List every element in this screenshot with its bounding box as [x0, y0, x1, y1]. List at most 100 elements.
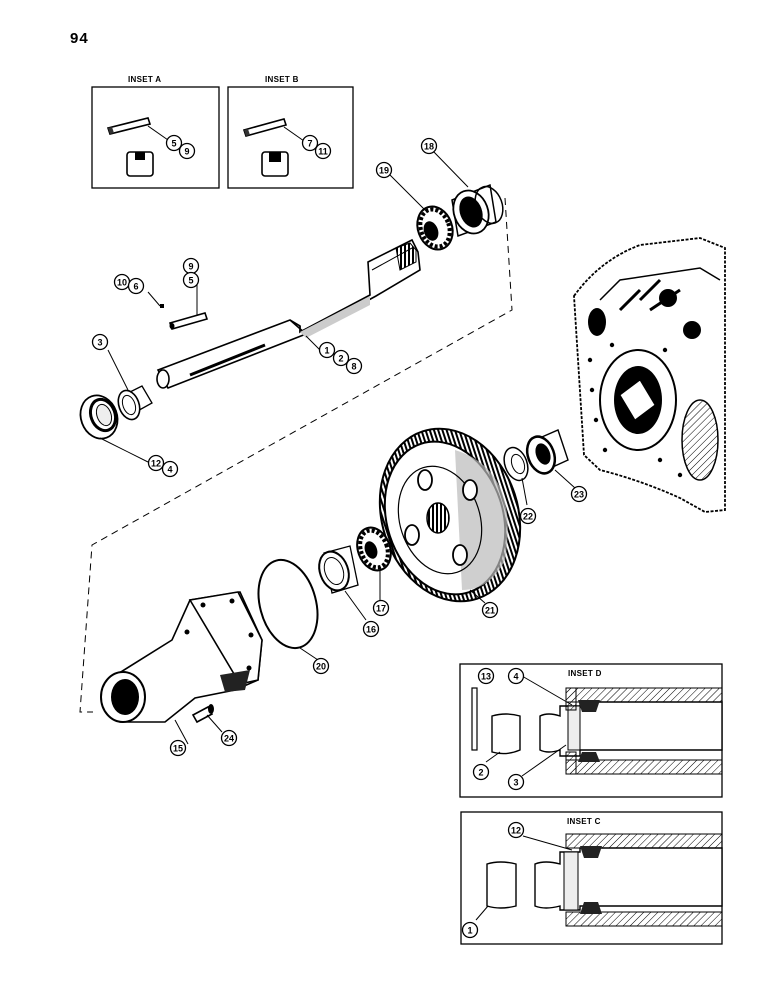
- callout-c_1: 1: [461, 921, 479, 939]
- callout-d4: 4: [507, 667, 525, 685]
- callout-label: 24: [224, 734, 234, 744]
- callout-label: 5: [188, 276, 193, 286]
- inset-a-frame: [91, 86, 220, 189]
- spur-gear: [378, 427, 522, 603]
- callout-label: 1: [467, 926, 472, 936]
- callout-c_12: 12: [507, 821, 525, 839]
- callout-circle: [312, 657, 330, 675]
- inset-a: INSET A: [91, 75, 220, 189]
- bearing-cup-16: [318, 545, 359, 594]
- callout-d2: 2: [472, 763, 490, 781]
- callout-c9: 9: [182, 257, 200, 275]
- inset-d-housing-section: [565, 687, 723, 775]
- callout-label: 8: [351, 362, 356, 372]
- callout-c22: 22: [519, 507, 537, 525]
- callout-c9a: 9: [178, 142, 196, 160]
- callout-label: 22: [523, 512, 533, 522]
- callout-circle: [318, 341, 336, 359]
- callout-circle: [161, 460, 179, 478]
- keyway-end-view-b: [261, 151, 289, 177]
- callout-circle: [570, 485, 588, 503]
- spacer-ring: [117, 385, 153, 421]
- callout-label: 9: [188, 262, 193, 272]
- callout-label: 2: [478, 768, 483, 778]
- inset-d: INSET D: [459, 663, 723, 798]
- callout-circle: [301, 134, 319, 152]
- bearing-23: [525, 429, 569, 475]
- inset-c-title: INSET C: [567, 817, 601, 826]
- callout-label: 18: [424, 142, 434, 152]
- callout-c12: 12: [147, 454, 165, 472]
- callout-c17: 17: [372, 599, 390, 617]
- callout-label: 19: [379, 166, 389, 176]
- callout-circle: [472, 763, 490, 781]
- callout-c24: 24: [220, 729, 238, 747]
- cap-screw: [191, 704, 214, 724]
- callout-label: 12: [151, 459, 161, 469]
- callout-c2: 2: [332, 349, 350, 367]
- inset-b-title: INSET B: [265, 75, 299, 84]
- callout-label: 23: [574, 490, 584, 500]
- callout-label: 9: [184, 147, 189, 157]
- callout-c1: 1: [318, 341, 336, 359]
- bearing-housing: [100, 591, 263, 723]
- callout-label: 6: [133, 282, 138, 292]
- thrust-washer: [503, 446, 529, 482]
- callout-circle: [345, 357, 363, 375]
- callout-c5: 5: [182, 271, 200, 289]
- output-shaft: [156, 238, 421, 389]
- callout-label: 20: [316, 662, 326, 672]
- leader-lines: [99, 149, 576, 745]
- callout-circle: [332, 349, 350, 367]
- callout-circle: [362, 620, 380, 638]
- callout-c16: 16: [362, 620, 380, 638]
- callout-label: 15: [173, 744, 183, 754]
- callout-label: 3: [97, 338, 102, 348]
- callout-c18: 18: [420, 137, 438, 155]
- key-part-inset-a: [106, 117, 152, 135]
- callout-circle: [314, 142, 332, 160]
- page-number: 94: [70, 30, 89, 47]
- key-part-inset-b: [242, 118, 288, 137]
- callout-circle: [182, 271, 200, 289]
- callout-circle: [372, 599, 390, 617]
- callout-label: 7: [307, 139, 312, 149]
- bearing-cone-17: [356, 526, 392, 572]
- callout-circle: [147, 454, 165, 472]
- assembly-dashed-line: [79, 197, 513, 713]
- inset-b: INSET B: [227, 75, 354, 189]
- callout-c20: 20: [312, 657, 330, 675]
- callout-c8: 8: [345, 357, 363, 375]
- callout-label: 2: [338, 354, 343, 364]
- callout-circle: [507, 821, 525, 839]
- callout-label: 3: [513, 778, 518, 788]
- callout-circle: [461, 921, 479, 939]
- callout-circle: [165, 134, 183, 152]
- callout-label: 4: [167, 465, 172, 475]
- inset-d-shaft: [491, 701, 723, 757]
- callout-c6: 6: [127, 277, 145, 295]
- callout-label: 11: [318, 147, 328, 157]
- snap-ring-13: [471, 687, 478, 751]
- callout-c15: 15: [169, 739, 187, 757]
- callout-circle: [375, 161, 393, 179]
- shaft-key: [168, 312, 209, 330]
- inset-a-title: INSET A: [128, 75, 161, 84]
- inset-c-shaft: [486, 847, 723, 911]
- keyway-end-view-a: [126, 151, 154, 177]
- callout-c4: 4: [161, 460, 179, 478]
- inset-c-housing-section: [565, 833, 723, 927]
- callout-c11b: 11: [314, 142, 332, 160]
- callout-d13: 13: [477, 667, 495, 685]
- oil-seal: [79, 394, 119, 440]
- callout-circle: [169, 739, 187, 757]
- callout-label: 16: [366, 625, 376, 635]
- callout-circle: [507, 667, 525, 685]
- callout-d3: 3: [507, 773, 525, 791]
- callout-circle: [220, 729, 238, 747]
- callout-circle: [178, 142, 196, 160]
- callout-c5a: 5: [165, 134, 183, 152]
- callout-circle: [519, 507, 537, 525]
- inset-b-frame: [227, 86, 354, 189]
